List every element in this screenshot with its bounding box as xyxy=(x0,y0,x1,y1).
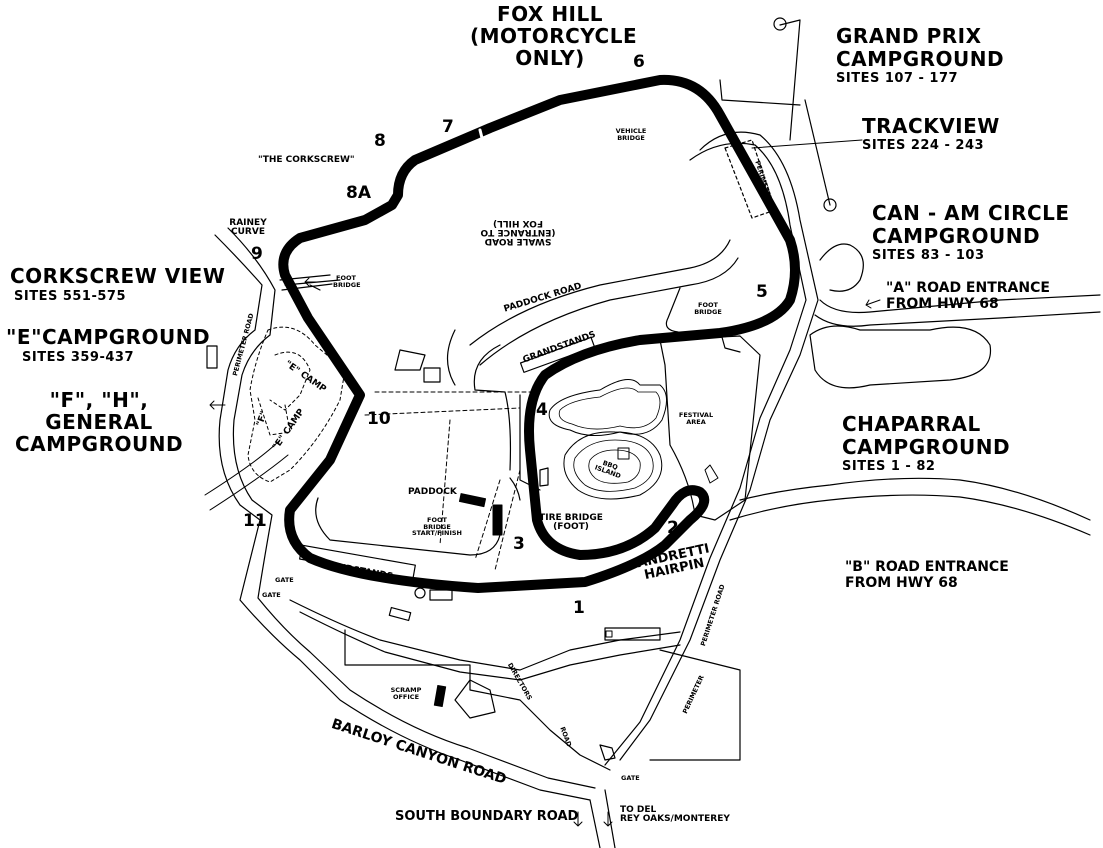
arrow-left-perimeter xyxy=(209,400,226,410)
trackview-label: TRACKVIEW SITES 224 - 243 xyxy=(862,114,1000,153)
bbq-island-lake xyxy=(563,431,663,500)
trackview-area xyxy=(724,139,776,219)
paddock-road xyxy=(469,239,731,346)
gate-label-c: GATE xyxy=(621,774,640,782)
paddock-label: PADDOCK xyxy=(408,487,457,497)
turn-11-label: 11 xyxy=(243,511,267,531)
start-finish-line xyxy=(478,128,485,144)
fhg-campground-label: "F", "H", GENERAL CAMPGROUND xyxy=(14,388,184,456)
grandstands-bottom xyxy=(299,544,416,580)
a-road-entrance-label: "A" ROAD ENTRANCE FROM HWY 68 xyxy=(886,280,1050,312)
turn-8-label: 8 xyxy=(374,131,386,151)
turn-1-label: 1 xyxy=(573,598,585,618)
scramp-office-building xyxy=(433,684,447,708)
e-campground-label: "E"CAMPGROUND SITES 359-437 xyxy=(6,325,211,365)
chaparral-area xyxy=(809,325,992,389)
canam-campground-label: CAN - AM CIRCLE CAMPGROUND SITES 83 - 10… xyxy=(872,201,1070,263)
tire-bridge-label: TIRE BRIDGE(FOOT) xyxy=(539,513,603,532)
chaparral-campground-label: CHAPARRAL CAMPGROUND SITES 1 - 82 xyxy=(842,412,1011,474)
paddock-building xyxy=(458,493,487,508)
grandstands-top xyxy=(519,336,596,373)
bbq-building xyxy=(617,447,630,460)
road-b-entrance xyxy=(739,477,1091,521)
turn-4-label: 4 xyxy=(536,400,548,420)
corkscrew-view-label: CORKSCREW VIEW SITES 551-575 xyxy=(10,264,226,304)
road-a-entrance xyxy=(819,294,1101,314)
turn-8a-label: 8A xyxy=(346,183,371,203)
fox-hill-label: FOX HILL (MOTORCYCLE ONLY) xyxy=(470,2,638,70)
b-road-entrance-label: "B" ROAD ENTRANCE FROM HWY 68 xyxy=(845,559,1009,591)
the-corkscrew-label: "THE CORKSCREW" xyxy=(258,155,355,165)
gate-label-a: GATE xyxy=(275,576,294,584)
turn-6-label: 6 xyxy=(633,52,645,72)
turn-5-label: 5 xyxy=(756,282,768,302)
turn-3-label: 3 xyxy=(513,534,525,554)
turn-7-label: 7 xyxy=(442,117,454,137)
perimeter-road-left xyxy=(214,234,591,801)
turn-10-label: 10 xyxy=(367,409,391,429)
south-boundary-road-label: SOUTH BOUNDARY ROAD xyxy=(395,809,579,824)
perimeter-road-right xyxy=(619,131,819,761)
e-camp-area xyxy=(247,326,346,483)
turn-9-label: 9 xyxy=(251,244,263,264)
grand-prix-campground-label: GRAND PRIX CAMPGROUND SITES 107 - 177 xyxy=(836,24,1005,86)
lake-upper xyxy=(548,379,667,436)
race-track xyxy=(278,74,800,593)
gate-label-b: GATE xyxy=(262,591,281,599)
turn-2-label: 2 xyxy=(667,518,679,538)
